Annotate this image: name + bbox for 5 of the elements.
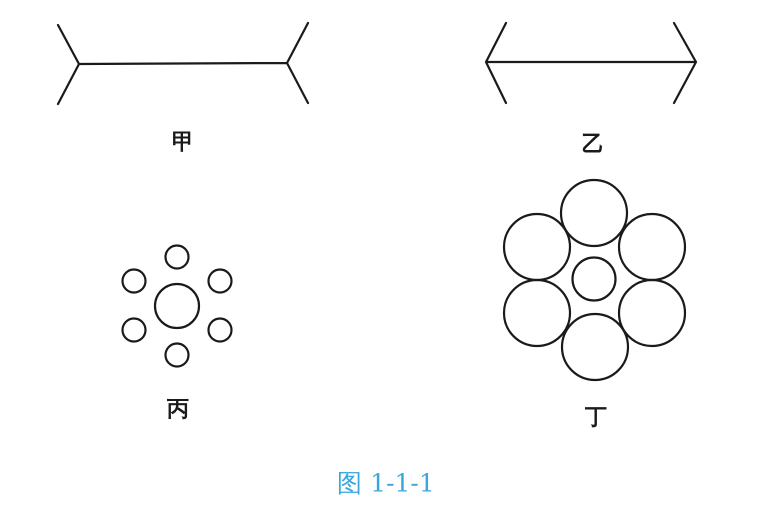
figure-label: 丙 [167,399,189,421]
figure-label: 乙 [582,134,604,156]
figure-label: 丁 [585,407,607,429]
figure-caption: 图 1-1-1 [337,470,435,496]
figure-label: 甲 [172,132,194,154]
